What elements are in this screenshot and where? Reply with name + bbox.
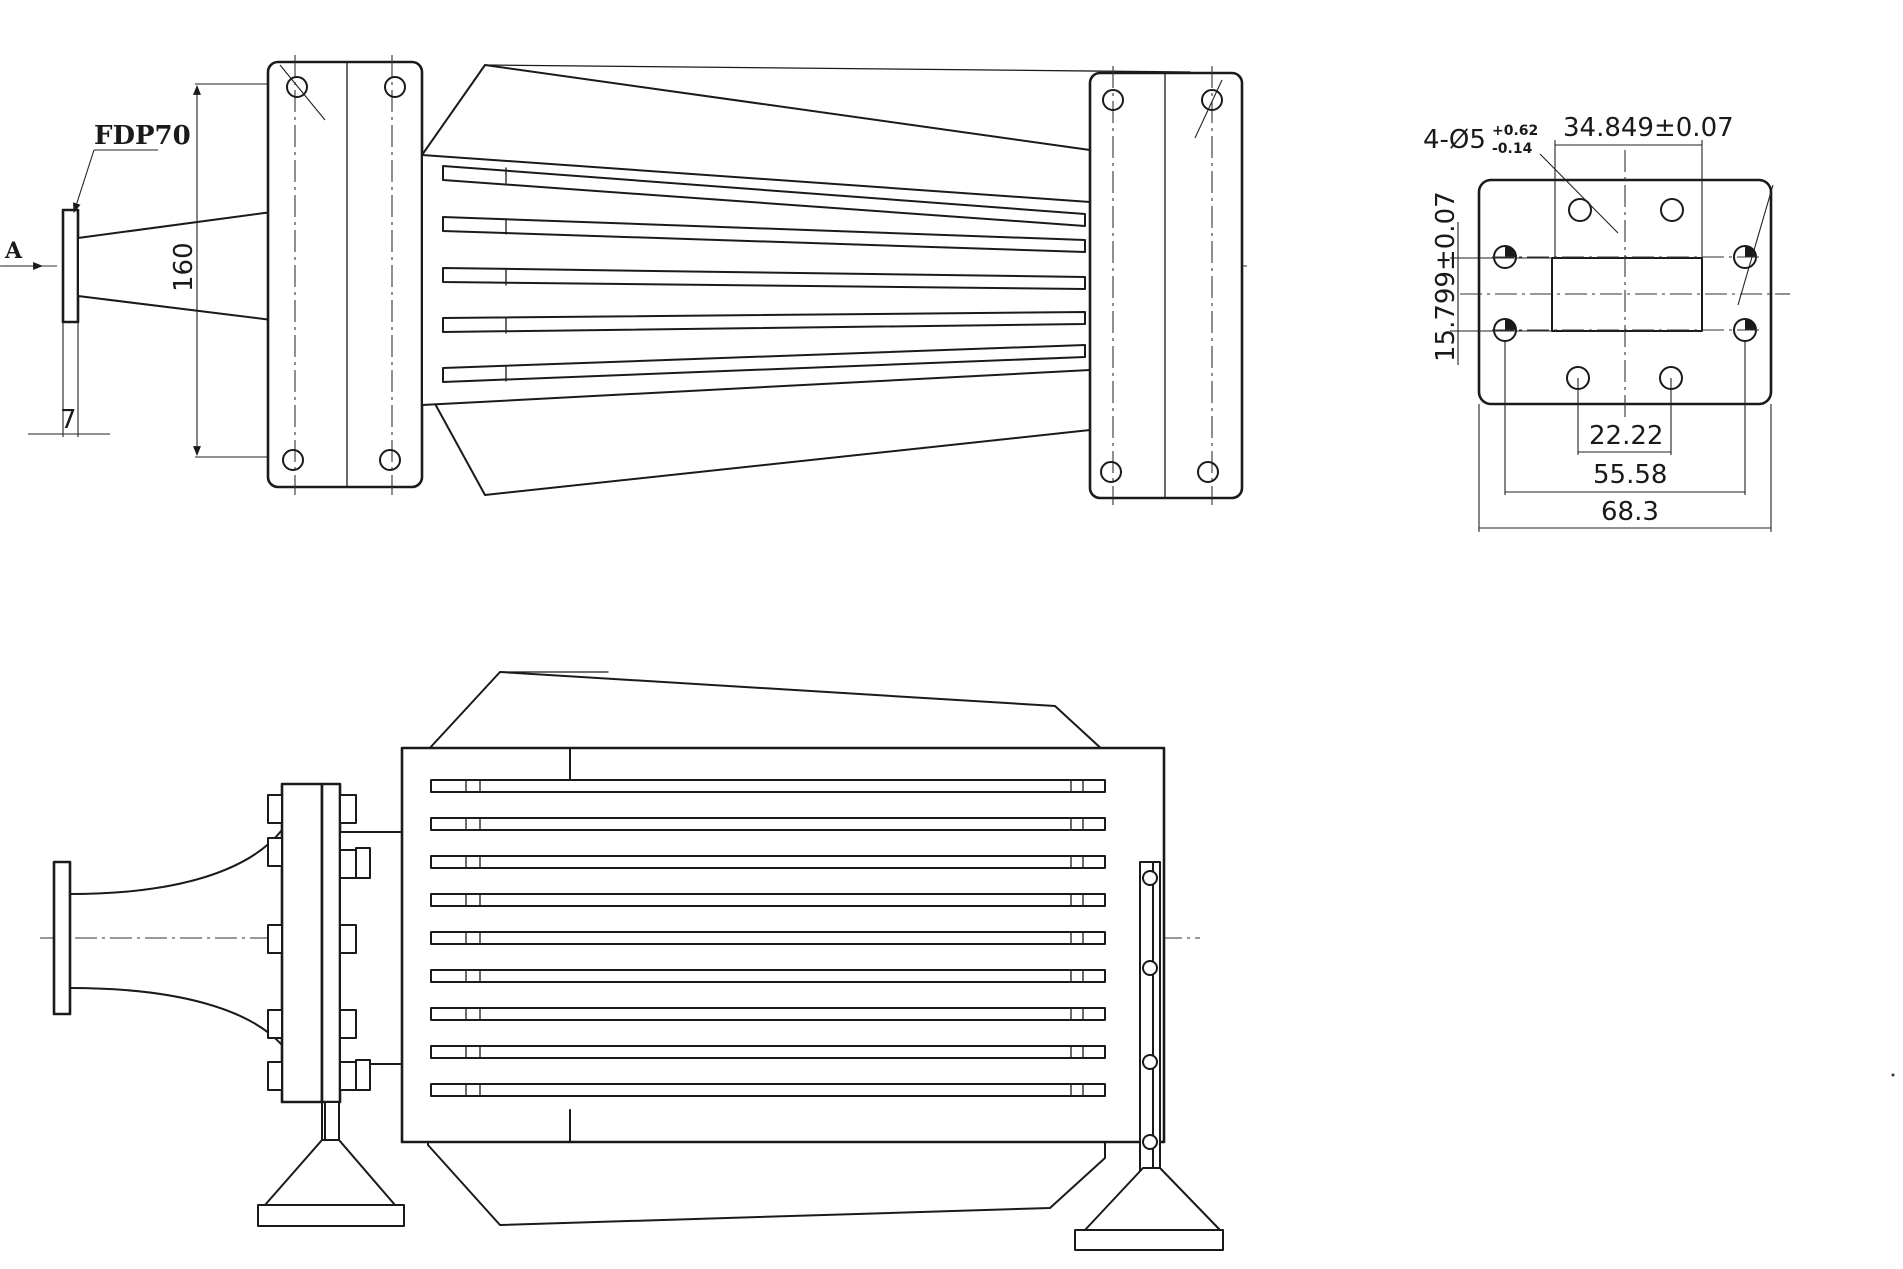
left-flange-hole (384, 76, 406, 98)
aperture-width-dim: 34.849±0.07 (1563, 113, 1734, 143)
left-flange-hole (379, 449, 401, 471)
flange-model-label: FDP70 (94, 121, 191, 151)
side-ridge (430, 779, 1106, 793)
right-stand-base (1074, 1229, 1224, 1251)
hole-pitch-inner-dim: 22.22 (1589, 421, 1663, 451)
side-ridge (430, 1083, 1106, 1097)
right-flange-hole (1197, 461, 1219, 483)
hole-tol-lower: -0.14 (1492, 141, 1533, 157)
bolt-head (267, 1009, 283, 1039)
bolt-head (267, 794, 283, 824)
side-view (40, 671, 1224, 1251)
hole-callout: 4-Ø5 (1423, 125, 1486, 155)
right-flange-hole (1100, 461, 1122, 483)
right-flange-hole-leader (1194, 79, 1223, 139)
bolt-nut (339, 1061, 357, 1091)
aperture-height-dim: 15.799±0.07 (1431, 191, 1461, 362)
side-flange-plate (280, 782, 324, 1104)
bolt-nut (339, 924, 357, 954)
flange-end-view: 4-Ø5 +0.62 -0.14 34.849±0.07 15.799±0.07… (1423, 113, 1790, 532)
hole-fill-mark (1505, 319, 1516, 330)
end-flange-hole (1568, 198, 1592, 222)
view-a-label: A (4, 238, 23, 264)
left-flange-plate (266, 60, 424, 489)
hole-fill-mark (1745, 319, 1756, 330)
speck (1891, 1073, 1895, 1077)
side-ridge (430, 1007, 1106, 1021)
bolt-nut (339, 1009, 357, 1039)
left-stand-base (257, 1204, 405, 1227)
hole-callout-leader (1539, 153, 1619, 234)
side-ridges (430, 779, 1106, 1097)
side-taper-bottom (69, 987, 283, 1046)
horn-ridge (442, 216, 1086, 253)
horn-ridge (442, 165, 1086, 227)
horn-ridges (442, 165, 1086, 383)
right-flange-hole (1102, 89, 1124, 111)
end-flange-edge-leader (1737, 184, 1774, 306)
side-taper-top (69, 829, 283, 895)
side-flange-bolts (267, 794, 371, 1091)
bolt-head (267, 1061, 283, 1091)
support-hole (1142, 870, 1158, 886)
support-hole (1142, 1134, 1158, 1150)
hole-pitch-outer-dim: 55.58 (1593, 460, 1667, 490)
side-ridge (430, 855, 1106, 869)
horn-ridge (442, 311, 1086, 333)
bolt-head (267, 837, 283, 867)
horn-ridge (442, 267, 1086, 290)
hole-tol-upper: +0.62 (1492, 123, 1538, 139)
side-ridge (430, 817, 1106, 831)
bolt-nut (339, 794, 357, 824)
height-dim: 160 (169, 242, 199, 292)
side-flange-plate (320, 782, 342, 1104)
top-view: A 7 FDP70 160 (0, 55, 1250, 505)
support-hole (1142, 960, 1158, 976)
input-flange (61, 208, 80, 324)
side-ridge (430, 1045, 1106, 1059)
left-flange-hole (286, 76, 308, 98)
side-ridge (430, 893, 1106, 907)
side-ridge (430, 969, 1106, 983)
side-input-flange (52, 860, 72, 1016)
left-flange-hole-leader (279, 64, 326, 121)
left-stand-gusset (264, 1139, 396, 1206)
right-flange-hole (1201, 89, 1223, 111)
bolt-nut (355, 1059, 371, 1091)
bolt-nut (339, 849, 357, 879)
flange-thickness-dim: 7 (60, 405, 77, 435)
horn-top-edge (484, 64, 1191, 73)
end-flange-hole (1660, 198, 1684, 222)
right-flange-plate (1088, 71, 1244, 500)
flange-model-leader (72, 149, 95, 213)
horn-ridge (442, 344, 1086, 383)
bolt-nut (355, 847, 371, 879)
right-stand-gusset (1084, 1167, 1221, 1231)
left-flange-hole (282, 449, 304, 471)
overall-width-dim: 68.3 (1601, 497, 1659, 527)
bolt-head (267, 924, 283, 954)
side-ridge (430, 931, 1106, 945)
hole-fill-mark (1505, 246, 1516, 257)
support-hole (1142, 1054, 1158, 1070)
